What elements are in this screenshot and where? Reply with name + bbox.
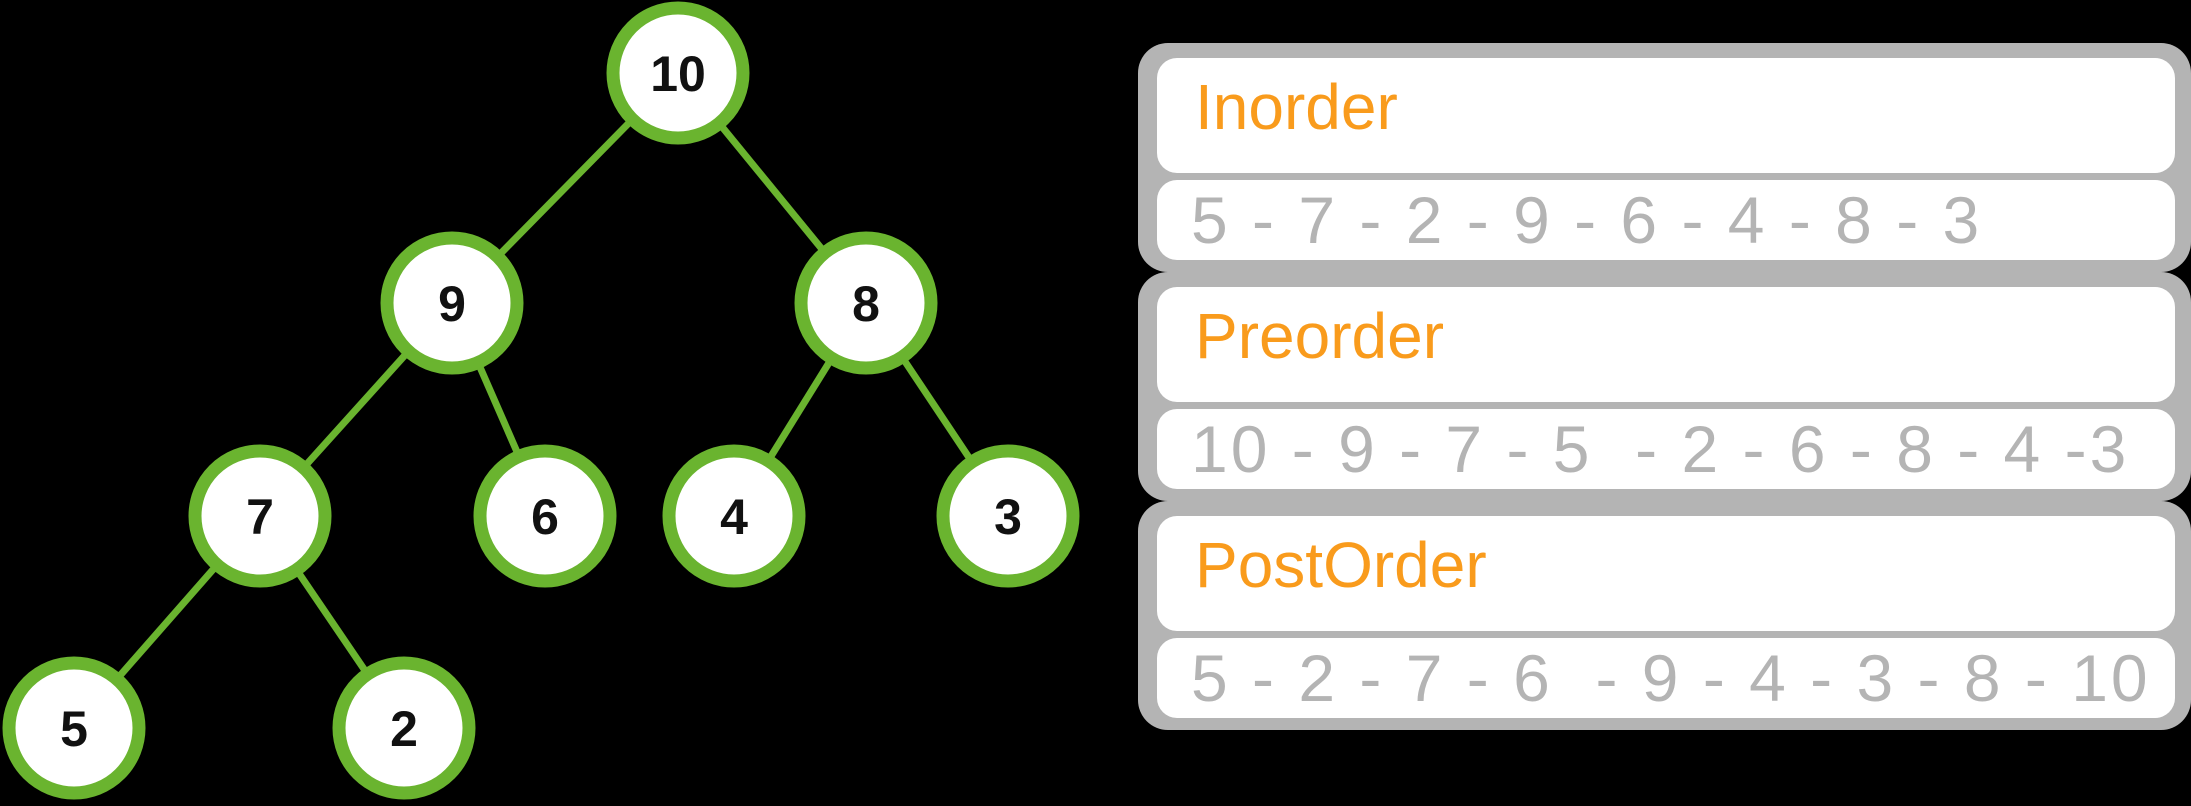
tree-node-circle-4: [662, 444, 806, 588]
tree-node-circle-3: [936, 444, 1080, 588]
traversal-panel-inorder: Inorder 5 - 7 - 2 - 9 - 6 - 4 - 8 - 3: [1138, 43, 2191, 272]
tree-node-10: 10: [606, 1, 750, 145]
inorder-button[interactable]: Inorder: [1157, 58, 2175, 173]
tree-node-value-2: 2: [390, 701, 418, 757]
preorder-button[interactable]: Preorder: [1157, 287, 2175, 402]
tree-node-circle-6: [473, 444, 617, 588]
tree-node-circle-8: [794, 231, 938, 375]
preorder-sequence-box: 10 - 9 - 7 - 5 - 2 - 6 - 8 - 4 -3: [1157, 409, 2175, 489]
inorder-label: Inorder: [1195, 71, 1398, 143]
tree-node-value-9: 9: [438, 276, 466, 332]
preorder-label: Preorder: [1195, 300, 1444, 372]
tree-node-value-10: 10: [650, 46, 706, 102]
tree-node-4: 4: [662, 444, 806, 588]
tree-node-value-3: 3: [994, 489, 1022, 545]
tree-node-circle-7: [188, 444, 332, 588]
tree-node-value-8: 8: [852, 276, 880, 332]
tree-node-value-5: 5: [60, 701, 88, 757]
traversal-panels: Inorder 5 - 7 - 2 - 9 - 6 - 4 - 8 - 3 Pr…: [1138, 43, 2191, 730]
postorder-label: PostOrder: [1195, 529, 1487, 601]
preorder-sequence: 10 - 9 - 7 - 5 - 2 - 6 - 8 - 4 -3: [1191, 412, 2130, 486]
postorder-sequence-box: 5 - 2 - 7 - 6 - 9 - 4 - 3 - 8 - 10: [1157, 638, 2175, 718]
binary-tree-diagram: 10 9 8 7 6 4 3 5 2: [2, 1, 1080, 800]
postorder-button[interactable]: PostOrder: [1157, 516, 2175, 631]
tree-node-7: 7: [188, 444, 332, 588]
tree-node-3: 3: [936, 444, 1080, 588]
tree-node-9: 9: [380, 231, 524, 375]
tree-node-2: 2: [332, 656, 476, 800]
traversal-panel-postorder: PostOrder 5 - 2 - 7 - 6 - 9 - 4 - 3 - 8 …: [1138, 501, 2191, 730]
postorder-sequence: 5 - 2 - 7 - 6 - 9 - 4 - 3 - 8 - 10: [1191, 641, 2151, 715]
tree-node-value-6: 6: [531, 489, 559, 545]
binary-tree: 10 9 8 7 6 4 3 5 2: [2, 1, 1080, 800]
tree-node-value-4: 4: [720, 489, 748, 545]
inorder-sequence: 5 - 7 - 2 - 9 - 6 - 4 - 8 - 3: [1191, 183, 1983, 257]
tree-node-circle-2: [332, 656, 476, 800]
tree-node-6: 6: [473, 444, 617, 588]
tree-node-circle-10: [606, 1, 750, 145]
tree-node-8: 8: [794, 231, 938, 375]
tree-node-value-7: 7: [246, 489, 274, 545]
inorder-sequence-box: 5 - 7 - 2 - 9 - 6 - 4 - 8 - 3: [1157, 180, 2175, 260]
tree-node-circle-9: [380, 231, 524, 375]
traversal-panel-preorder: Preorder 10 - 9 - 7 - 5 - 2 - 6 - 8 - 4 …: [1138, 272, 2191, 501]
tree-node-5: 5: [2, 656, 146, 800]
tree-node-circle-5: [2, 656, 146, 800]
